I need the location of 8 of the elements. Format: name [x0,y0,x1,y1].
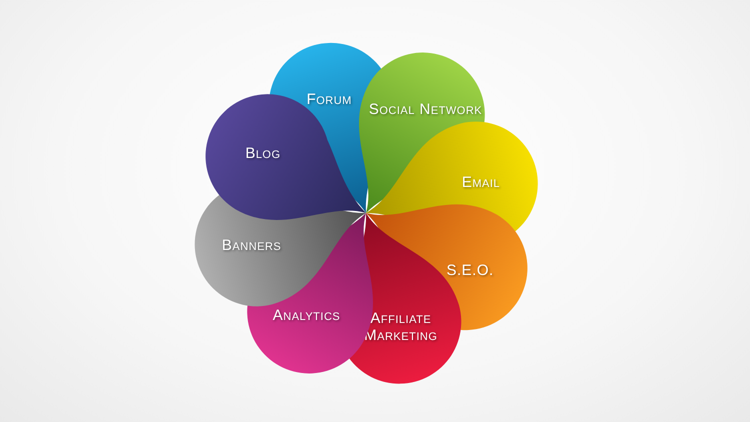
petal-label: Affiliate Marketing [363,310,438,344]
petal-label: Blog [245,144,281,162]
petal-label: Email [462,174,500,191]
petal-label: Analytics [272,307,340,325]
petal-label: Social Network [368,101,482,119]
petal-label: Banners [222,237,282,254]
petal-label: Forum [306,91,352,108]
petal-label: S.E.O. [446,262,494,280]
